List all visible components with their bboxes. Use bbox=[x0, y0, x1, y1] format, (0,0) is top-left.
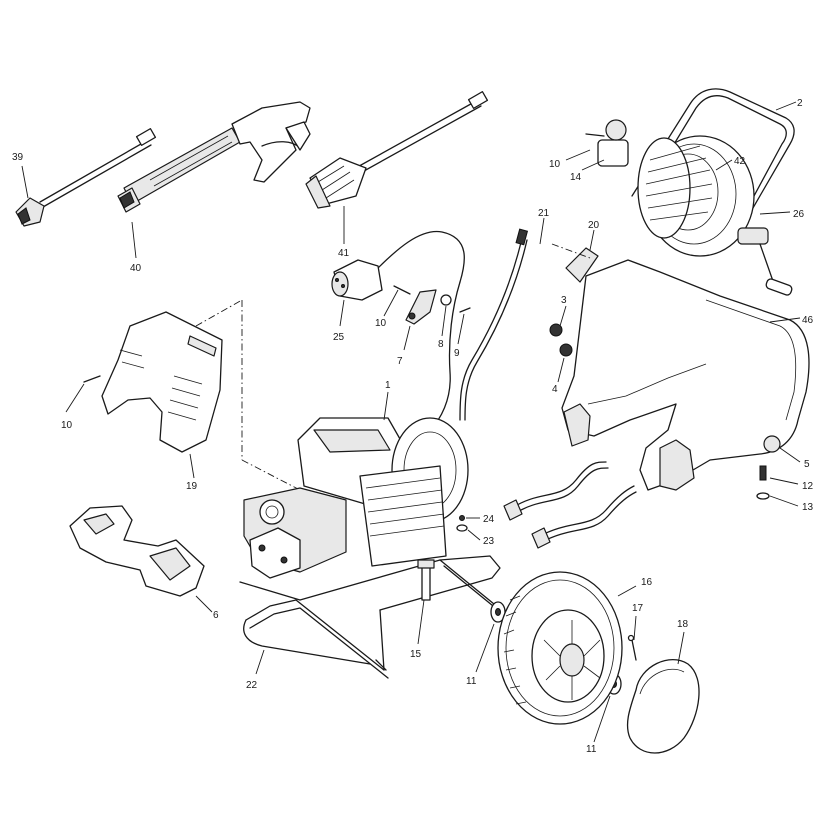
part-3-cap bbox=[549, 323, 563, 337]
part-21-hose-pipe bbox=[459, 228, 529, 421]
callout-10-cover: 10 bbox=[61, 420, 73, 431]
callout-24: 24 bbox=[483, 514, 495, 525]
part-20-bracket bbox=[551, 243, 599, 283]
callout-42: 42 bbox=[734, 156, 746, 167]
part-18-hub-cap bbox=[626, 659, 700, 754]
part-41-turbo-lance bbox=[305, 91, 489, 209]
callout-26: 26 bbox=[793, 209, 805, 220]
callout-13: 13 bbox=[802, 502, 814, 513]
callout-39: 39 bbox=[12, 152, 24, 163]
callout-25: 25 bbox=[333, 332, 345, 343]
part-6-handle-bracket bbox=[69, 505, 205, 597]
part-15-stud bbox=[417, 559, 435, 601]
callout-21: 21 bbox=[538, 208, 550, 219]
hose-connectors bbox=[503, 461, 637, 549]
part-2-trolley-frame bbox=[631, 88, 795, 223]
callout-14: 14 bbox=[570, 172, 582, 183]
callout-3: 3 bbox=[561, 295, 567, 306]
callout-2: 2 bbox=[797, 98, 803, 109]
callout-12: 12 bbox=[802, 481, 814, 492]
callout-1: 1 bbox=[385, 380, 391, 391]
callout-16: 16 bbox=[641, 577, 653, 588]
callout-20: 20 bbox=[588, 220, 600, 231]
callout-17: 17 bbox=[632, 603, 644, 614]
part-42-hose-reel bbox=[637, 135, 755, 257]
callout-8: 8 bbox=[438, 339, 444, 350]
part-14-reel-hub bbox=[585, 119, 629, 167]
callout-41: 41 bbox=[338, 248, 350, 259]
callout-6: 6 bbox=[213, 610, 219, 621]
part-4-knob bbox=[559, 343, 573, 357]
part-11-washer-a bbox=[490, 601, 506, 623]
part-22-base-frame bbox=[239, 555, 501, 679]
part-26-crank-handle bbox=[737, 227, 793, 296]
callout-15: 15 bbox=[410, 649, 422, 660]
part-24-screw bbox=[459, 515, 465, 521]
callout-19: 19 bbox=[186, 481, 198, 492]
callout-4: 4 bbox=[552, 384, 558, 395]
part-40-spray-gun bbox=[117, 101, 311, 213]
callout-46: 46 bbox=[802, 315, 814, 326]
part-25-power-cord bbox=[331, 230, 465, 431]
leader-lines bbox=[21, 101, 801, 743]
part-46-housing bbox=[561, 259, 810, 491]
callout-11-rear: 11 bbox=[586, 744, 597, 755]
part-39-lance bbox=[15, 128, 157, 227]
callout-10-reel: 10 bbox=[549, 159, 561, 170]
part-7-cord-clamp bbox=[393, 285, 471, 325]
callout-10-cord: 10 bbox=[375, 318, 387, 329]
part-1-motor-pump bbox=[243, 417, 469, 579]
callout-5: 5 bbox=[804, 459, 810, 470]
callout-7: 7 bbox=[397, 356, 403, 367]
callout-40: 40 bbox=[130, 263, 142, 274]
callout-18: 18 bbox=[677, 619, 689, 630]
callout-9: 9 bbox=[454, 348, 460, 359]
part-23-washer bbox=[456, 524, 468, 532]
part-19-motor-cover bbox=[83, 299, 301, 491]
callout-11-front: 11 bbox=[466, 676, 477, 687]
callout-23: 23 bbox=[483, 536, 495, 547]
part-17-pin bbox=[627, 634, 637, 661]
callout-22: 22 bbox=[246, 680, 258, 691]
part-12-screw bbox=[756, 465, 770, 500]
part-16-wheel bbox=[497, 571, 623, 725]
callout-labels: 39 40 41 25 10 7 8 9 21 20 3 4 10 14 42 … bbox=[12, 98, 814, 755]
